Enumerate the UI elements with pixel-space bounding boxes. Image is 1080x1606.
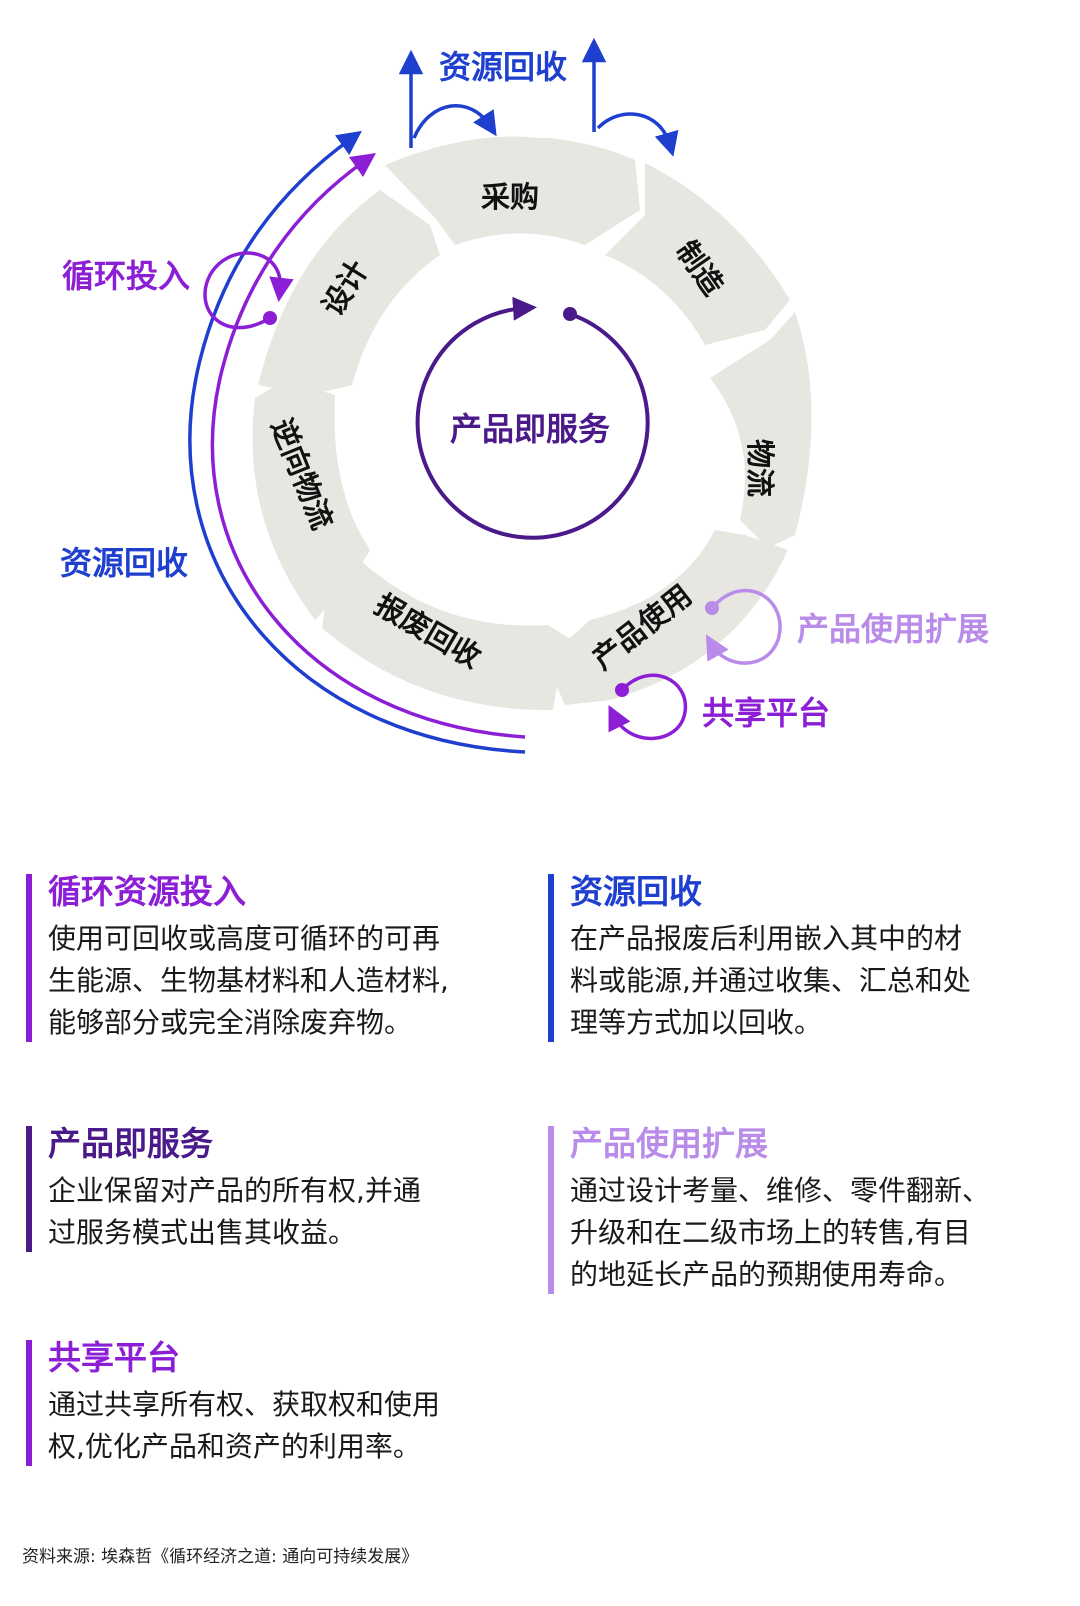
- segment-label-procure: 采购: [481, 180, 539, 214]
- segment-manufacture: [605, 163, 790, 345]
- legend-line: 通过设计考量、维修、零件翻新、: [570, 1174, 991, 1207]
- sharing-platform-label: 共享平台: [702, 694, 830, 732]
- outer-blue-arc: [188, 130, 526, 754]
- legend-bar: [548, 874, 554, 1042]
- use-extension-label: 产品使用扩展: [797, 610, 989, 648]
- legend-line: 理等方式加以回收。: [570, 1006, 823, 1039]
- segment-end-of-life: [322, 560, 588, 711]
- legend-line: 权,优化产品和资产的利用率。: [48, 1430, 421, 1463]
- segment-reverse-logistics: [252, 380, 370, 620]
- segment-procure: [385, 136, 640, 245]
- outer-purple-arc: [210, 152, 526, 739]
- top-recovery-curve-2: [596, 112, 679, 157]
- legend-use-extension: 产品使用扩展 通过设计考量、维修、零件翻新、 升级和在二级市场上的转售,有目 的…: [548, 1122, 1018, 1296]
- circular-input-label: 循环投入: [62, 257, 190, 295]
- legend-line: 能够部分或完全消除废弃物。: [48, 1006, 413, 1039]
- circular-input-dot: [263, 311, 277, 325]
- sharing-platform-dot: [615, 683, 629, 697]
- center-label: 产品即服务: [450, 410, 610, 448]
- legend-circular-input: 循环资源投入 使用可回收或高度可循环的可再 生能源、生物基材料和人造材料, 能够…: [26, 870, 496, 1044]
- legend-title: 产品即服务: [48, 1124, 213, 1163]
- legend-title: 共享平台: [48, 1338, 180, 1377]
- legend-line: 企业保留对产品的所有权,并通: [48, 1174, 421, 1207]
- legend-line: 过服务模式出售其收益。: [48, 1216, 357, 1249]
- legend-title: 资源回收: [570, 872, 702, 911]
- use-extension-dot: [705, 601, 719, 615]
- circular-input-loop: [203, 251, 294, 330]
- legend-line: 料或能源,并通过收集、汇总和处: [570, 964, 971, 997]
- segment-label-logistics: 物流: [743, 439, 777, 497]
- legend-title: 循环资源投入: [48, 872, 246, 911]
- circular-economy-diagram: 采购 制造 物流 产品使用 报废回收 逆向物流 设计 产品即服务 循环投入 资源…: [60, 37, 989, 754]
- legend-title: 产品使用扩展: [570, 1124, 768, 1163]
- legend-bar: [26, 1126, 32, 1252]
- legend-product-as-service: 产品即服务 企业保留对产品的所有权,并通 过服务模式出售其收益。: [26, 1122, 496, 1254]
- top-recovery-label: 资源回收: [439, 48, 567, 86]
- legend-line: 生能源、生物基材料和人造材料,: [48, 964, 449, 997]
- legend-line: 的地延长产品的预期使用寿命。: [570, 1258, 963, 1291]
- top-recovery-curve-1: [412, 104, 497, 139]
- legend-resource-recovery: 资源回收 在产品报废后利用嵌入其中的材 料或能源,并通过收集、汇总和处 理等方式…: [548, 870, 1018, 1044]
- sharing-platform-loop: [608, 673, 688, 741]
- legend-bar: [26, 1340, 32, 1466]
- legend-line: 升级和在二级市场上的转售,有目: [570, 1216, 971, 1249]
- legend-line: 在产品报废后利用嵌入其中的材: [570, 922, 963, 955]
- center-cycle-arrow: [415, 296, 650, 540]
- center-cycle-dot: [563, 307, 577, 321]
- legend-sharing-platform: 共享平台 通过共享所有权、获取权和使用 权,优化产品和资产的利用率。: [26, 1336, 496, 1468]
- segment-design: [258, 190, 440, 395]
- legend-line: 使用可回收或高度可循环的可再: [48, 922, 441, 955]
- segment-logistics: [710, 312, 812, 548]
- use-extension-loop: [705, 588, 782, 665]
- segment-product-use: [545, 530, 788, 705]
- left-recovery-label: 资源回收: [60, 544, 188, 582]
- source-note: 资料来源: 埃森哲《循环经济之道: 通向可持续发展》: [22, 1547, 419, 1567]
- legend-line: 通过共享所有权、获取权和使用: [48, 1388, 441, 1421]
- legend-bar: [26, 874, 32, 1042]
- legend-bar: [548, 1126, 554, 1294]
